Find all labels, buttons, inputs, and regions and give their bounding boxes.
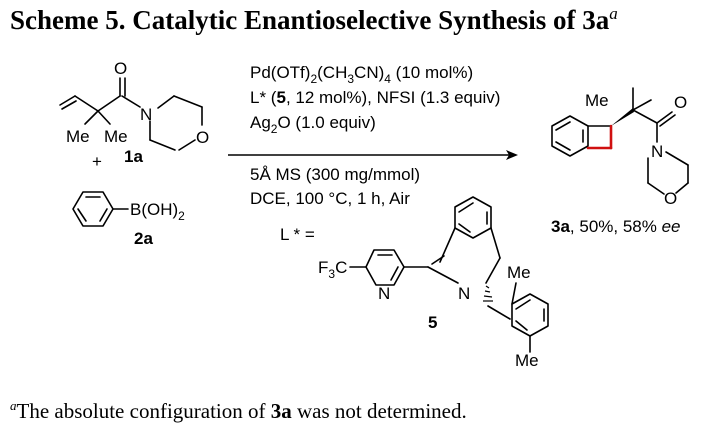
compound-1a-carbonyl-o: O — [114, 59, 127, 78]
compound-3a-stereo-wedge — [611, 108, 634, 126]
compound-1a-me-right: Me — [104, 127, 128, 146]
compound-5-label: 5 — [428, 313, 437, 332]
scheme-title: Scheme 5. Catalytic Enantioselective Syn… — [10, 4, 700, 38]
compound-5-methyl-top: Me — [507, 263, 531, 282]
compound-5-trifluoromethyl: F3C — [318, 258, 347, 281]
condition-solvent-temp: DCE, 100 °C, 1 h, Air — [250, 189, 410, 208]
compound-5-pyridine-n: N — [378, 284, 390, 303]
compound-1a-me-left: Me — [66, 127, 90, 146]
compound-1a-label: 1a — [124, 147, 143, 166]
compound-1a-ring-bond — [178, 139, 196, 151]
compound-2a: B(OH)2 2a — [72, 191, 185, 248]
compound-3a-morpholine-o: O — [664, 189, 677, 208]
reagent-oxidant: Ag2O (1.0 equiv) — [250, 113, 376, 136]
compound-3a-benzene-ring — [551, 115, 589, 157]
plus-sign: + — [92, 152, 102, 171]
compound-3a-side-chain — [632, 87, 689, 195]
compound-5-stereo-hash — [483, 285, 493, 302]
footnote-compound-ref: 3a — [270, 399, 292, 423]
compound-3a-methyl: Me — [585, 91, 609, 110]
compound-1a-bonds — [59, 77, 203, 151]
compound-5-xylyl-ring — [487, 282, 549, 353]
compound-2a-boronic-acid: B(OH)2 — [130, 200, 185, 223]
footnote-text-post: was not determined. — [291, 399, 467, 423]
compound-5-pyridine-ring — [349, 249, 429, 286]
compound-5: F3C N N Me Me — [318, 196, 549, 370]
compound-3a-yield: 3a, 50%, 58% ee — [551, 217, 681, 236]
ligand-prefix: L * = — [280, 225, 315, 244]
compound-5-methyl-bottom: Me — [515, 351, 539, 370]
compound-2a-label: 2a — [134, 229, 153, 248]
compound-3a-cyclobutene — [586, 124, 613, 150]
footnote: aThe absolute configuration of 3a was no… — [10, 398, 700, 424]
condition-additive: 5Å MS (300 mg/mmol) — [250, 165, 420, 184]
compound-5-imine-n: N — [458, 284, 470, 303]
reaction-arrow — [228, 150, 518, 160]
footnote-text-pre: The absolute configuration of — [16, 399, 271, 423]
scheme-title-text: Scheme 5. Catalytic Enantioselective Syn… — [10, 5, 610, 35]
compound-3a-morpholine-n: N — [651, 142, 663, 161]
reagent-catalyst: Pd(OTf)2(CH3CN)4 (10 mol%) — [250, 63, 473, 86]
compound-2a-benzene-ring — [72, 191, 129, 227]
footnote-mark: a — [10, 398, 17, 413]
compound-1a-morpholine-n: N — [140, 105, 152, 124]
compound-3a-carbonyl-o: O — [674, 93, 687, 112]
compound-5-isoquinoline-ring — [427, 196, 501, 284]
reagent-ligand: L* (5, 12 mol%), NFSI (1.3 equiv) — [250, 88, 500, 107]
title-footnote-mark: a — [609, 4, 618, 23]
compound-3a: Me O N O 3a, 50%, 58% ee — [551, 87, 689, 236]
compound-1a-morpholine-o: O — [196, 128, 209, 147]
compound-1a: O N O Me Me 1a — [59, 59, 209, 166]
